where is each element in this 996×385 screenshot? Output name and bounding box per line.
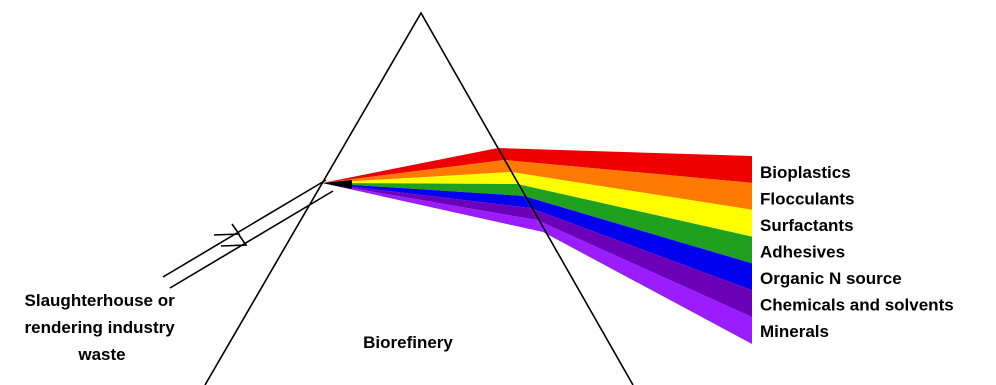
output-label-bioplastics: Bioplastics (760, 163, 851, 182)
prism-label: Biorefinery (363, 333, 453, 352)
output-spectrum (498, 148, 752, 344)
input-label-line-2: rendering industry (25, 318, 176, 337)
input-label-line-3: waste (77, 345, 125, 364)
output-label-flocculants: Flocculants (760, 190, 854, 209)
arrowhead-icon (214, 224, 239, 235)
input-label-line-1: Slaughterhouse or (25, 291, 176, 310)
output-label-adhesives: Adhesives (760, 243, 845, 262)
output-label-chemicals-and-solvents: Chemicals and solvents (760, 296, 954, 315)
output-label-organic-n-source: Organic N source (760, 269, 902, 288)
input-label: Slaughterhouse or rendering industry was… (25, 291, 180, 364)
output-label-minerals: Minerals (760, 322, 829, 341)
output-label-surfactants: Surfactants (760, 216, 854, 235)
input-beam (163, 180, 333, 288)
output-labels: BioplasticsFlocculantsSurfactantsAdhesiv… (760, 163, 954, 341)
